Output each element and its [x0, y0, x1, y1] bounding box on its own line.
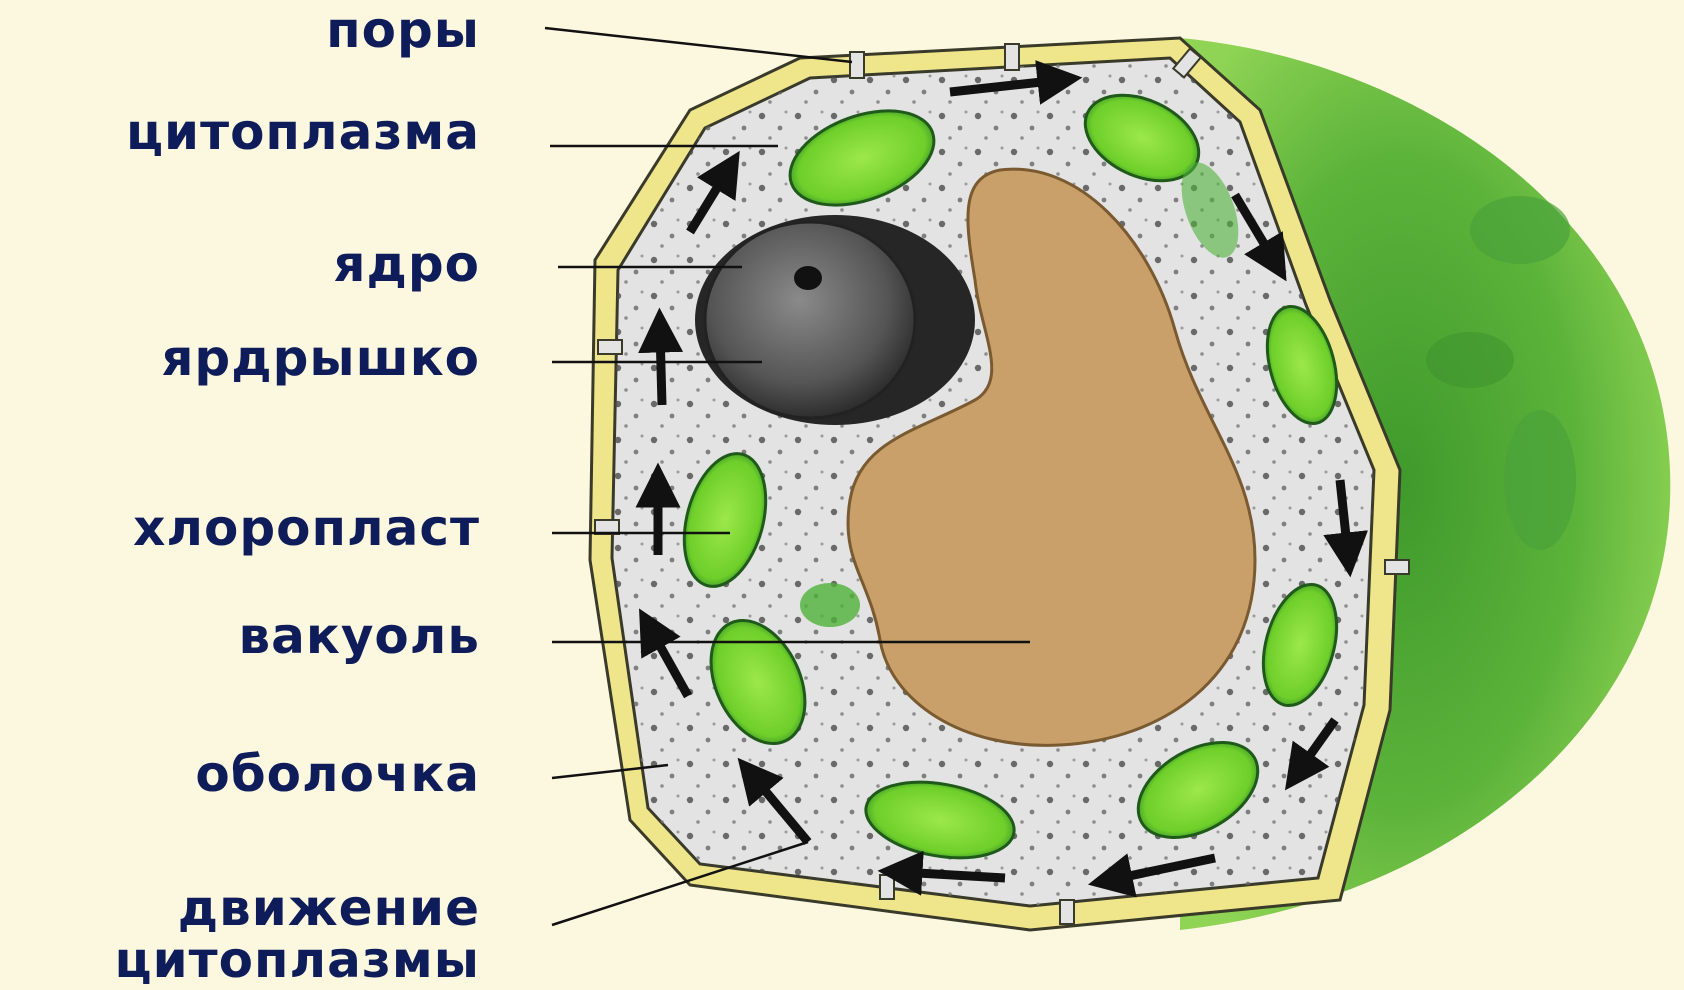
label-cytoplasm: цитоплазма: [126, 104, 480, 160]
label-nucleus: ядро: [333, 236, 480, 292]
movement-arrow: [900, 872, 1005, 878]
label-movement-line2: цитоплазмы: [115, 932, 480, 988]
label-movement-line1: движение: [178, 880, 480, 936]
leader-line-pores: [545, 28, 852, 62]
nucleus: [705, 222, 915, 418]
neighbor-chloroplast: [1470, 196, 1570, 264]
label-nucleolus: ярдрышко: [161, 330, 480, 386]
label-vacuole: вакуоль: [239, 608, 481, 664]
nucleolus: [794, 266, 822, 290]
neighbor-chloroplast: [1504, 410, 1576, 550]
label-chloroplast: хлоропласт: [133, 500, 480, 556]
movement-arrow: [660, 330, 662, 405]
neighbor-chloroplast: [1426, 332, 1514, 388]
label-pores: поры: [326, 2, 480, 58]
label-membrane: оболочка: [195, 746, 480, 802]
chloroplast-smear: [800, 583, 860, 627]
